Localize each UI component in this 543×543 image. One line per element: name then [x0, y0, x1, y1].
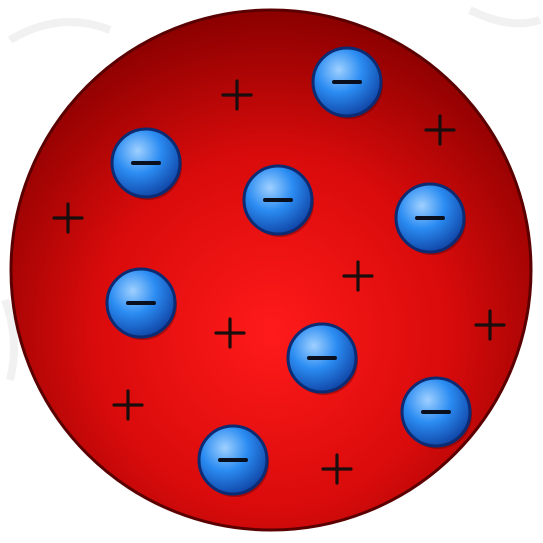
electron — [112, 129, 182, 200]
electron — [396, 184, 466, 255]
electron — [107, 269, 177, 340]
electron — [402, 378, 472, 449]
electron — [288, 324, 358, 395]
electron — [313, 48, 383, 119]
electron — [199, 426, 269, 497]
positive-sphere — [11, 10, 531, 530]
electron — [244, 166, 314, 237]
